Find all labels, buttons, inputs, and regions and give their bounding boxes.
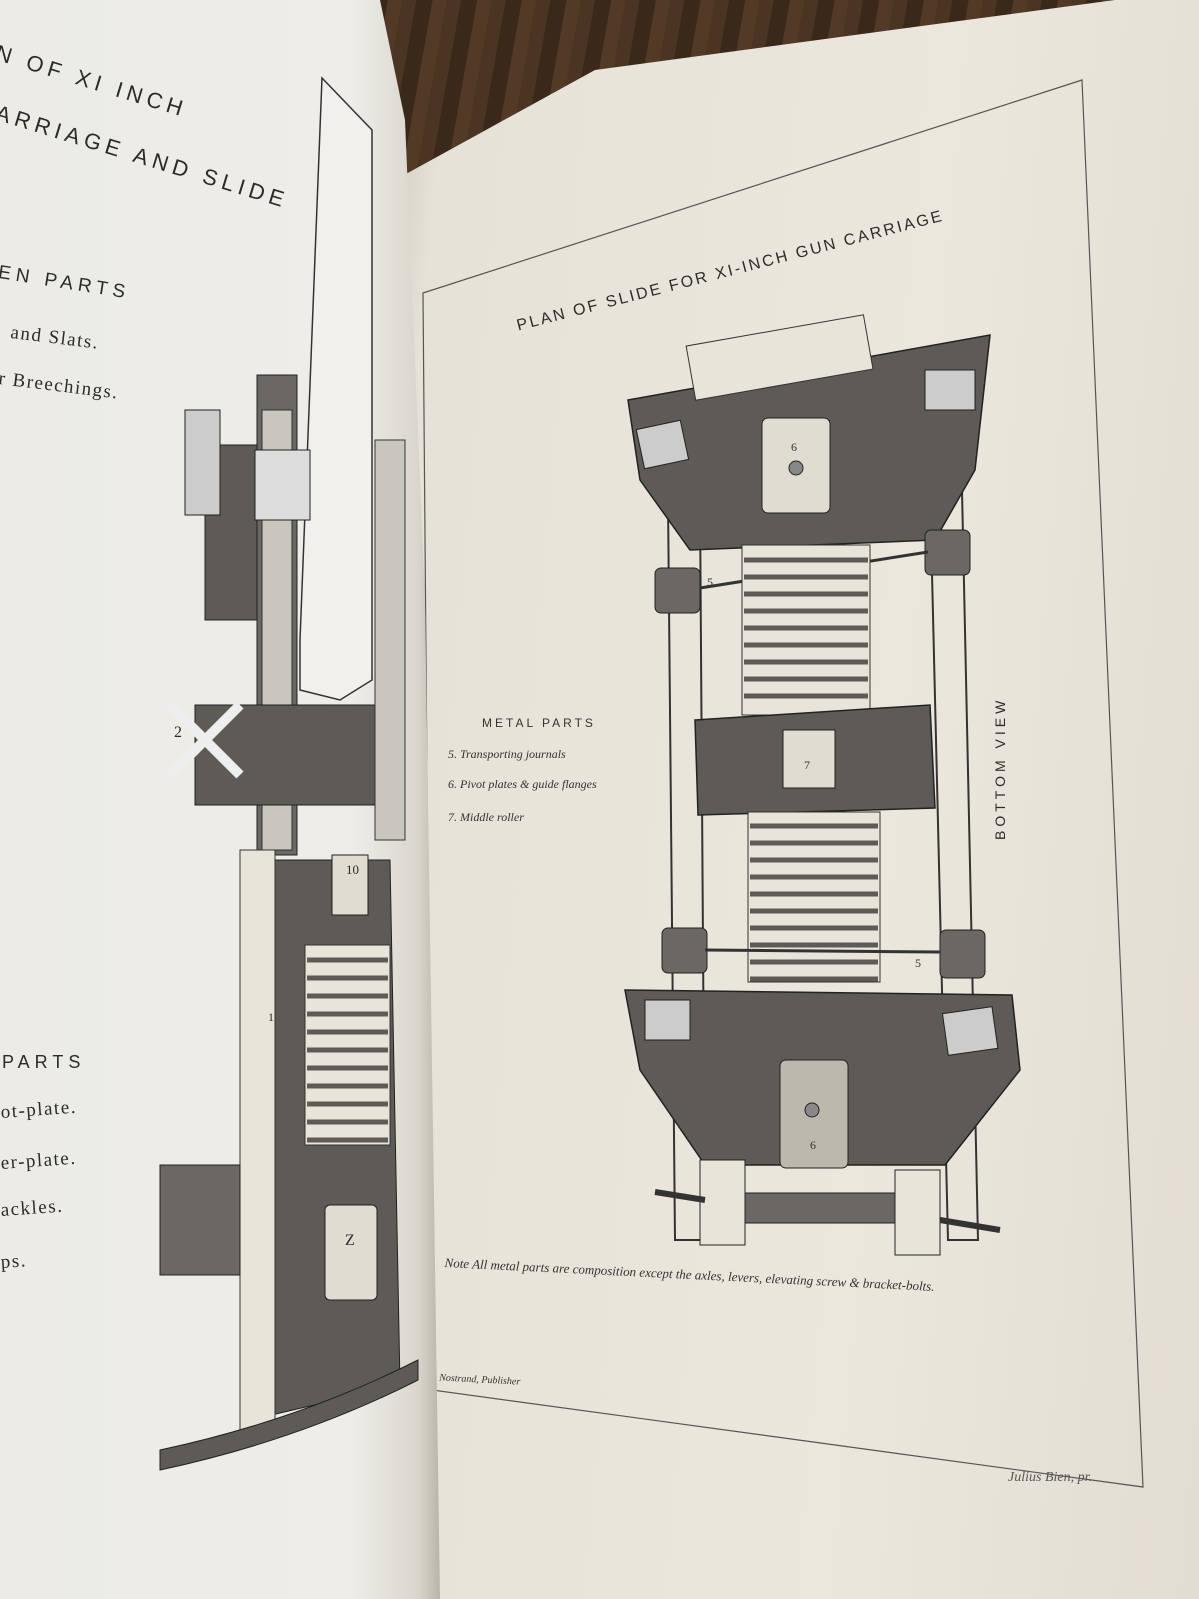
part-label-5-top: 5	[707, 575, 713, 589]
left-part-label-1: 1	[268, 1010, 274, 1024]
transport-journal-top-left	[654, 567, 701, 614]
rear-skid-left	[699, 1159, 746, 1246]
carriage-tongue	[299, 76, 373, 701]
handle-bracket	[184, 409, 221, 516]
metal-part-item-6: 6. Pivot plates & guide flanges	[448, 777, 597, 791]
rear-roller-right	[941, 1006, 999, 1056]
front-roller-right	[924, 369, 976, 411]
transport-journal-bottom-left	[661, 927, 708, 974]
part-label-6-top: 6	[791, 440, 797, 454]
left-slat-stripes	[307, 957, 388, 1143]
right-rail-strip	[374, 439, 406, 841]
bottom-view-label: BOTTOM VIEW	[992, 696, 1008, 840]
metal-part-item-5: 5. Transporting journals	[448, 747, 566, 761]
front-roller-left	[635, 419, 690, 470]
slats-lower	[747, 811, 881, 983]
rear-skid-right	[894, 1169, 941, 1256]
lower-slats	[304, 944, 391, 1146]
front-bracket	[685, 314, 874, 401]
gun-carriage-side-drawing	[159, 76, 419, 1471]
part-label-5-bottom: 5	[915, 956, 921, 970]
transport-journal-bottom-right	[939, 929, 986, 979]
plate-z	[324, 1204, 378, 1301]
left-part-label-10: 10	[346, 862, 359, 877]
left-part-label-z: Z	[345, 1232, 355, 1249]
metal-parts-heading: METAL PARTS	[482, 716, 596, 730]
slat-stripes	[744, 557, 878, 982]
transport-journal-top-right	[924, 529, 971, 576]
metal-part-shackles: ackles.	[0, 1195, 65, 1221]
left-part-label-2: 2	[174, 724, 182, 741]
outer-rail	[239, 849, 276, 1431]
metal-part-straps: ps.	[0, 1250, 28, 1273]
part-label-6-bottom: 6	[810, 1138, 816, 1152]
part-label-7: 7	[804, 758, 810, 772]
plate-10	[331, 854, 369, 916]
slide-bottom-view-drawing	[624, 314, 1021, 1256]
rear-roller-left	[644, 999, 691, 1041]
middle-roller-plate	[782, 729, 836, 789]
metal-part-item-7: 7. Middle roller	[448, 810, 524, 824]
engraver-signature: Julius Bien, pr.	[1008, 1470, 1092, 1485]
upper-roller-left-page	[254, 449, 311, 521]
rear-curved-rail	[159, 1359, 419, 1471]
rear-roller-left-page	[159, 1164, 241, 1276]
left-page-plate	[159, 76, 419, 1471]
metal-parts-heading-left: PARTS	[2, 1052, 86, 1072]
